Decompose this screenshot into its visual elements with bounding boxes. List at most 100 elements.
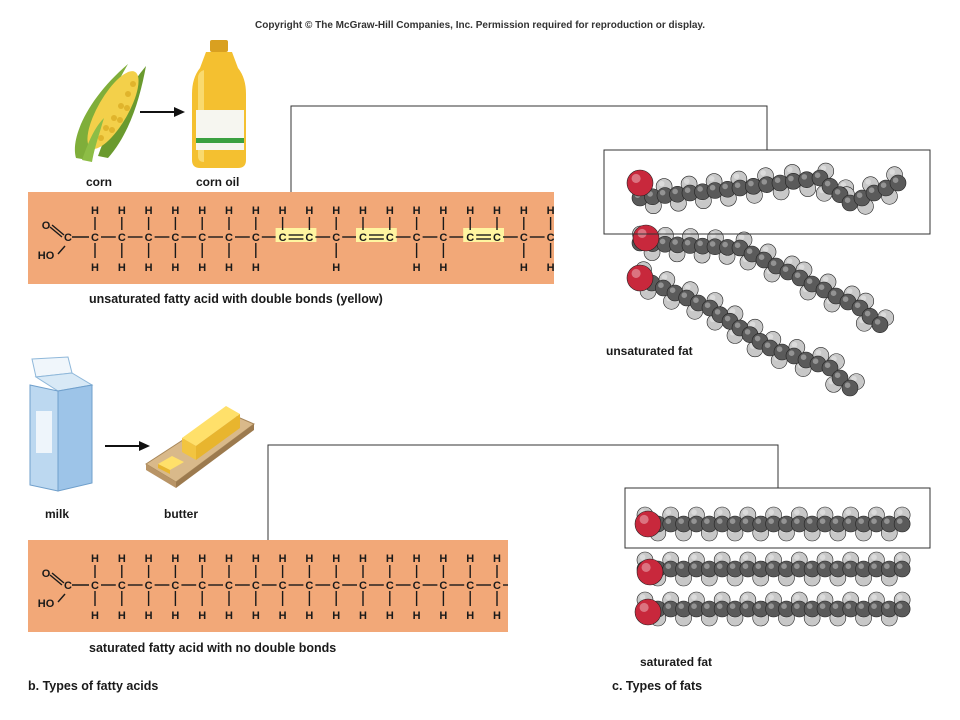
hydrogen-sphere-shine	[767, 333, 774, 340]
hydrogen-sphere-shine	[794, 554, 800, 560]
carbon-sphere-shine	[724, 315, 731, 322]
hydrogen-atom: H	[520, 205, 528, 217]
carbon-atom: C	[359, 232, 367, 244]
carbon-sphere-shine	[884, 563, 890, 569]
unsaturated-fat-label: unsaturated fat	[606, 344, 693, 358]
carbon-sphere-shine	[672, 188, 678, 195]
hydrogen-atom: H	[413, 610, 421, 622]
hydrogen-atom: H	[439, 553, 447, 565]
carbon-atom: C	[145, 580, 153, 592]
hydrogen-atom: H	[466, 205, 474, 217]
carbon-sphere	[893, 515, 911, 533]
hydrogen-atom: H	[198, 553, 206, 565]
carbon-atom: C	[386, 580, 394, 592]
hydrogen-atom: H	[145, 205, 153, 217]
hydrogen-atom: H	[493, 205, 501, 217]
hydrogen-atom: H	[332, 553, 340, 565]
carbon-sphere-shine	[864, 310, 871, 317]
carbon-sphere-shine	[704, 302, 711, 308]
carbon-atom: C	[413, 580, 421, 592]
carbon-sphere-shine	[691, 603, 697, 609]
hydrogen-sphere-shine	[786, 258, 793, 264]
carbon-sphere-shine	[868, 187, 875, 193]
hydrogen-atom: H	[225, 205, 233, 217]
carbon-sphere-shine	[722, 241, 728, 248]
oil-bottle-icon	[192, 40, 246, 168]
carbon-sphere-shine	[704, 603, 710, 609]
corn-icon	[74, 64, 146, 162]
oxygen-sphere-shine	[639, 602, 649, 612]
unsaturated-fat-model	[626, 162, 907, 397]
oxygen-sphere	[626, 169, 654, 197]
hydrogen-sphere-shine	[665, 509, 672, 515]
oxygen-sphere-shine	[631, 268, 641, 278]
carbon-sphere-shine	[742, 603, 749, 609]
hydrogen-atom: H	[305, 553, 313, 565]
carbon-sphere-shine	[758, 254, 765, 260]
carbon-sphere-shine	[714, 309, 721, 315]
carbon-sphere-shine	[819, 563, 826, 569]
carbon-atom: C	[413, 232, 421, 244]
carbon-sphere-shine	[892, 177, 899, 183]
carbon-sphere-shine	[691, 518, 697, 524]
carbon-sphere-shine	[800, 354, 807, 360]
hydrogen-atom: H	[118, 610, 126, 622]
carbon-sphere-shine	[806, 518, 813, 524]
hydrogen-sphere-shine	[819, 509, 826, 515]
carbon-sphere-shine	[781, 603, 787, 609]
carbon-sphere-shine	[874, 319, 881, 325]
hydrogen-sphere-shine	[691, 509, 697, 515]
hydrogen-sphere-shine	[768, 509, 774, 515]
hydrogen-sphere-shine	[819, 554, 826, 560]
carbon-sphere-shine	[669, 287, 676, 293]
hydrogen-atom: H	[91, 205, 99, 217]
carbon-sphere-shine	[681, 292, 688, 298]
hydrogen-sphere-shine	[665, 594, 672, 600]
carbon-sphere-shine	[665, 518, 672, 524]
carbon-sphere-shine	[896, 603, 903, 609]
carbon-sphere-shine	[858, 563, 864, 569]
hydrogen-atom: H	[413, 553, 421, 565]
section-c-caption: c. Types of fats	[612, 679, 703, 693]
carbon-sphere-shine	[734, 322, 741, 328]
carbon-atom: C	[520, 232, 528, 244]
carbon-atom: C	[198, 580, 206, 592]
carbon-sphere-shine	[812, 358, 819, 364]
hydrogen-atom: H	[145, 610, 153, 622]
carbon-sphere	[893, 560, 911, 578]
hydrogen-sphere-shine	[787, 166, 793, 173]
hydrogen-atom: H	[386, 610, 394, 622]
hydrogen-atom: H	[118, 205, 126, 217]
carbon-atom: C	[171, 232, 179, 244]
carbon-atom: C	[493, 580, 501, 592]
carbon-sphere-shine	[755, 518, 762, 524]
hydrogen-atom: H	[305, 610, 313, 622]
arrow-icon	[140, 107, 185, 117]
carbon-sphere-shine	[781, 518, 787, 524]
carbon-sphere-shine	[856, 192, 863, 198]
oxygen-atom: O	[42, 568, 51, 580]
carbon-sphere-shine	[746, 248, 753, 254]
carbon-atom: C	[359, 580, 367, 592]
carbon-sphere-shine	[665, 563, 672, 569]
hydrogen-atom: H	[547, 205, 554, 217]
carbon-sphere-shine	[729, 518, 736, 524]
carbon-atom: C	[91, 580, 99, 592]
carbon-atom: C	[64, 580, 72, 592]
carbon-sphere-shine	[734, 242, 741, 248]
carbon-sphere-shine	[774, 177, 781, 183]
carbon-sphere-shine	[824, 362, 831, 368]
carbon-sphere-shine	[729, 603, 736, 609]
carbon-atom: C	[118, 580, 126, 592]
carbon-sphere-shine	[845, 603, 852, 609]
hydrogen-atom: H	[359, 610, 367, 622]
hydrogen-sphere-shine	[768, 554, 774, 560]
hydrogen-sphere-shine	[871, 554, 877, 560]
hydrogen-atom: H	[145, 262, 153, 274]
oxygen-sphere-shine	[639, 514, 649, 524]
hydrogen-sphere-shine	[896, 594, 903, 600]
carbon-sphere-shine	[844, 382, 851, 388]
carbon-sphere-shine	[842, 296, 849, 302]
